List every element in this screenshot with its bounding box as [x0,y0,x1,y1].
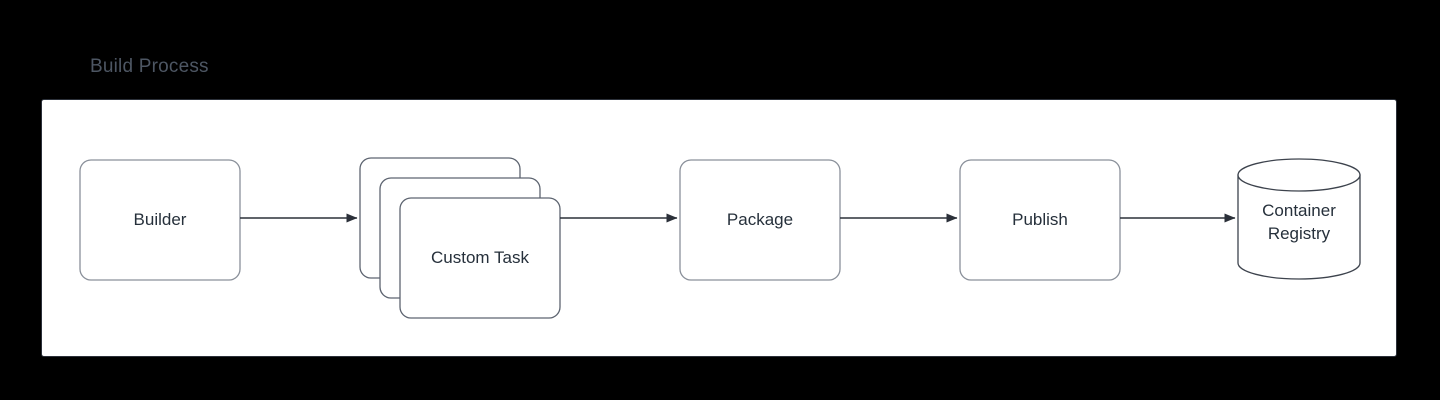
page-title: Build Process [90,56,209,77]
build-process-panel [41,99,1397,357]
